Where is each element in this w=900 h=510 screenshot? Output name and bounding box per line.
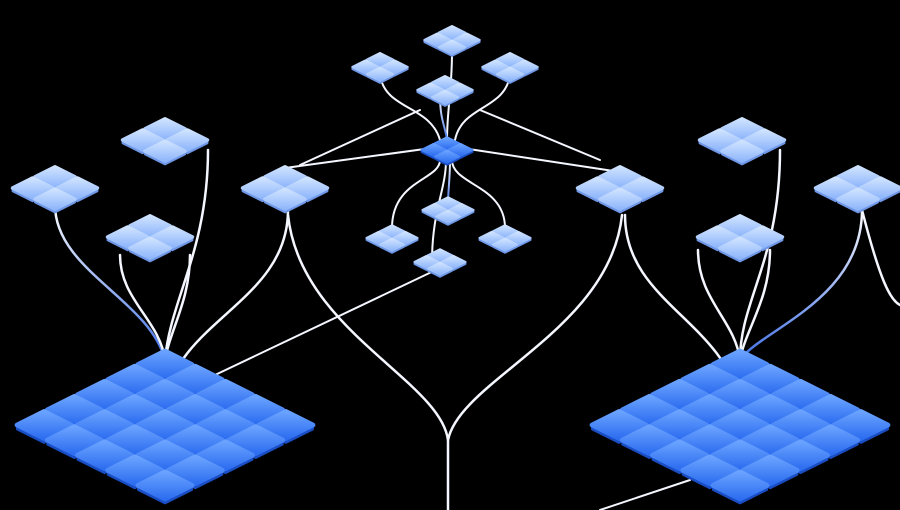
right-mid-far-tile-4 <box>836 187 880 214</box>
right-base-grid-tile <box>619 393 679 429</box>
right-mid-left <box>575 165 665 214</box>
center-hub <box>420 136 474 166</box>
right-base-grid-tile <box>831 409 891 444</box>
right-mid-left-tile-3 <box>620 176 665 203</box>
left-base-grid-tile <box>75 378 134 414</box>
left-mid-right-tile-3 <box>285 176 330 203</box>
left-mid-top <box>120 117 210 166</box>
wire-hub-right <box>451 159 506 229</box>
right-mid-center <box>695 214 785 263</box>
wire-right-a <box>738 148 782 362</box>
wire-cluster-to-right <box>479 109 601 161</box>
center-hub-tile-4 <box>433 149 461 166</box>
right-base-grid <box>589 348 891 505</box>
center-lower-bottom-tile-4 <box>426 261 454 278</box>
left-mid-far-tile-4 <box>33 187 77 214</box>
top-cluster-left-tile-4 <box>365 66 395 84</box>
left-base-grid <box>14 348 316 505</box>
right-mid-left-tile-4 <box>598 187 642 214</box>
left-mid-center-tile-3 <box>150 225 195 252</box>
tile-layers <box>10 25 900 505</box>
center-lower-top-tile-4 <box>434 209 462 226</box>
wire-center-left-long <box>286 213 450 510</box>
center-hub-tile-3 <box>447 142 474 159</box>
center-lower-bottom <box>413 248 467 278</box>
right-mid-top <box>697 117 787 166</box>
left-base-grid-tile <box>135 409 195 444</box>
center-lower-top-tile-2 <box>421 202 448 219</box>
left-mid-far <box>10 165 100 214</box>
wire-top-right <box>454 74 511 141</box>
wire-left-b <box>163 148 210 362</box>
center-lower-left <box>365 224 419 254</box>
wire-hub-to-left <box>284 147 433 169</box>
center-lower-right <box>478 224 532 254</box>
wire-center-right-long <box>446 213 624 442</box>
right-base-grid-tile <box>619 424 679 459</box>
wire-right-c <box>738 248 772 362</box>
left-mid-center-tile-4 <box>128 236 172 263</box>
right-mid-center-tile-4 <box>718 236 762 263</box>
center-lower-left-tile-4 <box>378 237 406 254</box>
left-mid-top-tile-4 <box>143 139 187 166</box>
right-base-grid-tile <box>801 424 861 459</box>
wire-left-a <box>53 203 167 362</box>
left-base-grid-tile <box>135 469 195 505</box>
right-mid-far <box>813 165 900 214</box>
top-cluster-right <box>481 52 539 84</box>
right-base-grid-tile <box>771 439 830 475</box>
wire-hub-left <box>391 159 441 229</box>
wire-right-d <box>738 208 864 362</box>
left-mid-right <box>240 165 330 214</box>
center-lower-top <box>421 196 475 226</box>
wire-bottom-right <box>599 479 691 510</box>
top-cluster-lower <box>416 75 474 107</box>
right-base-grid-tile <box>710 378 770 414</box>
connection-wires <box>53 51 900 510</box>
wire-cluster-to-left <box>299 109 421 166</box>
top-cluster-lower-tile-4 <box>430 89 460 107</box>
wire-right-edge <box>860 208 900 307</box>
wire-hub-to-right <box>461 147 621 173</box>
left-mid-right-tile-4 <box>263 187 307 214</box>
center-lower-right-tile-4 <box>491 237 519 254</box>
right-base-grid-tile <box>710 469 770 505</box>
wire-right-b <box>696 248 742 362</box>
wire-center-to-left-grid <box>214 267 441 376</box>
wire-left-c <box>118 253 167 362</box>
right-mid-top-tile-4 <box>720 139 764 166</box>
wire-top-left <box>379 74 441 141</box>
top-cluster-center-tile-2 <box>423 32 452 50</box>
left-mid-far-tile-3 <box>55 176 100 203</box>
top-cluster-left-tile-2 <box>351 59 380 77</box>
top-cluster-left <box>351 52 409 84</box>
top-cluster-right-tile-4 <box>495 66 525 84</box>
left-mid-center <box>105 214 195 263</box>
right-base-grid-tile <box>740 454 800 490</box>
left-base-grid-tile <box>165 424 225 459</box>
right-mid-left-tile-2 <box>575 176 620 203</box>
top-cluster-center <box>423 25 481 57</box>
left-base-grid-tile <box>105 393 165 429</box>
top-cluster-center-tile-4 <box>437 39 467 57</box>
